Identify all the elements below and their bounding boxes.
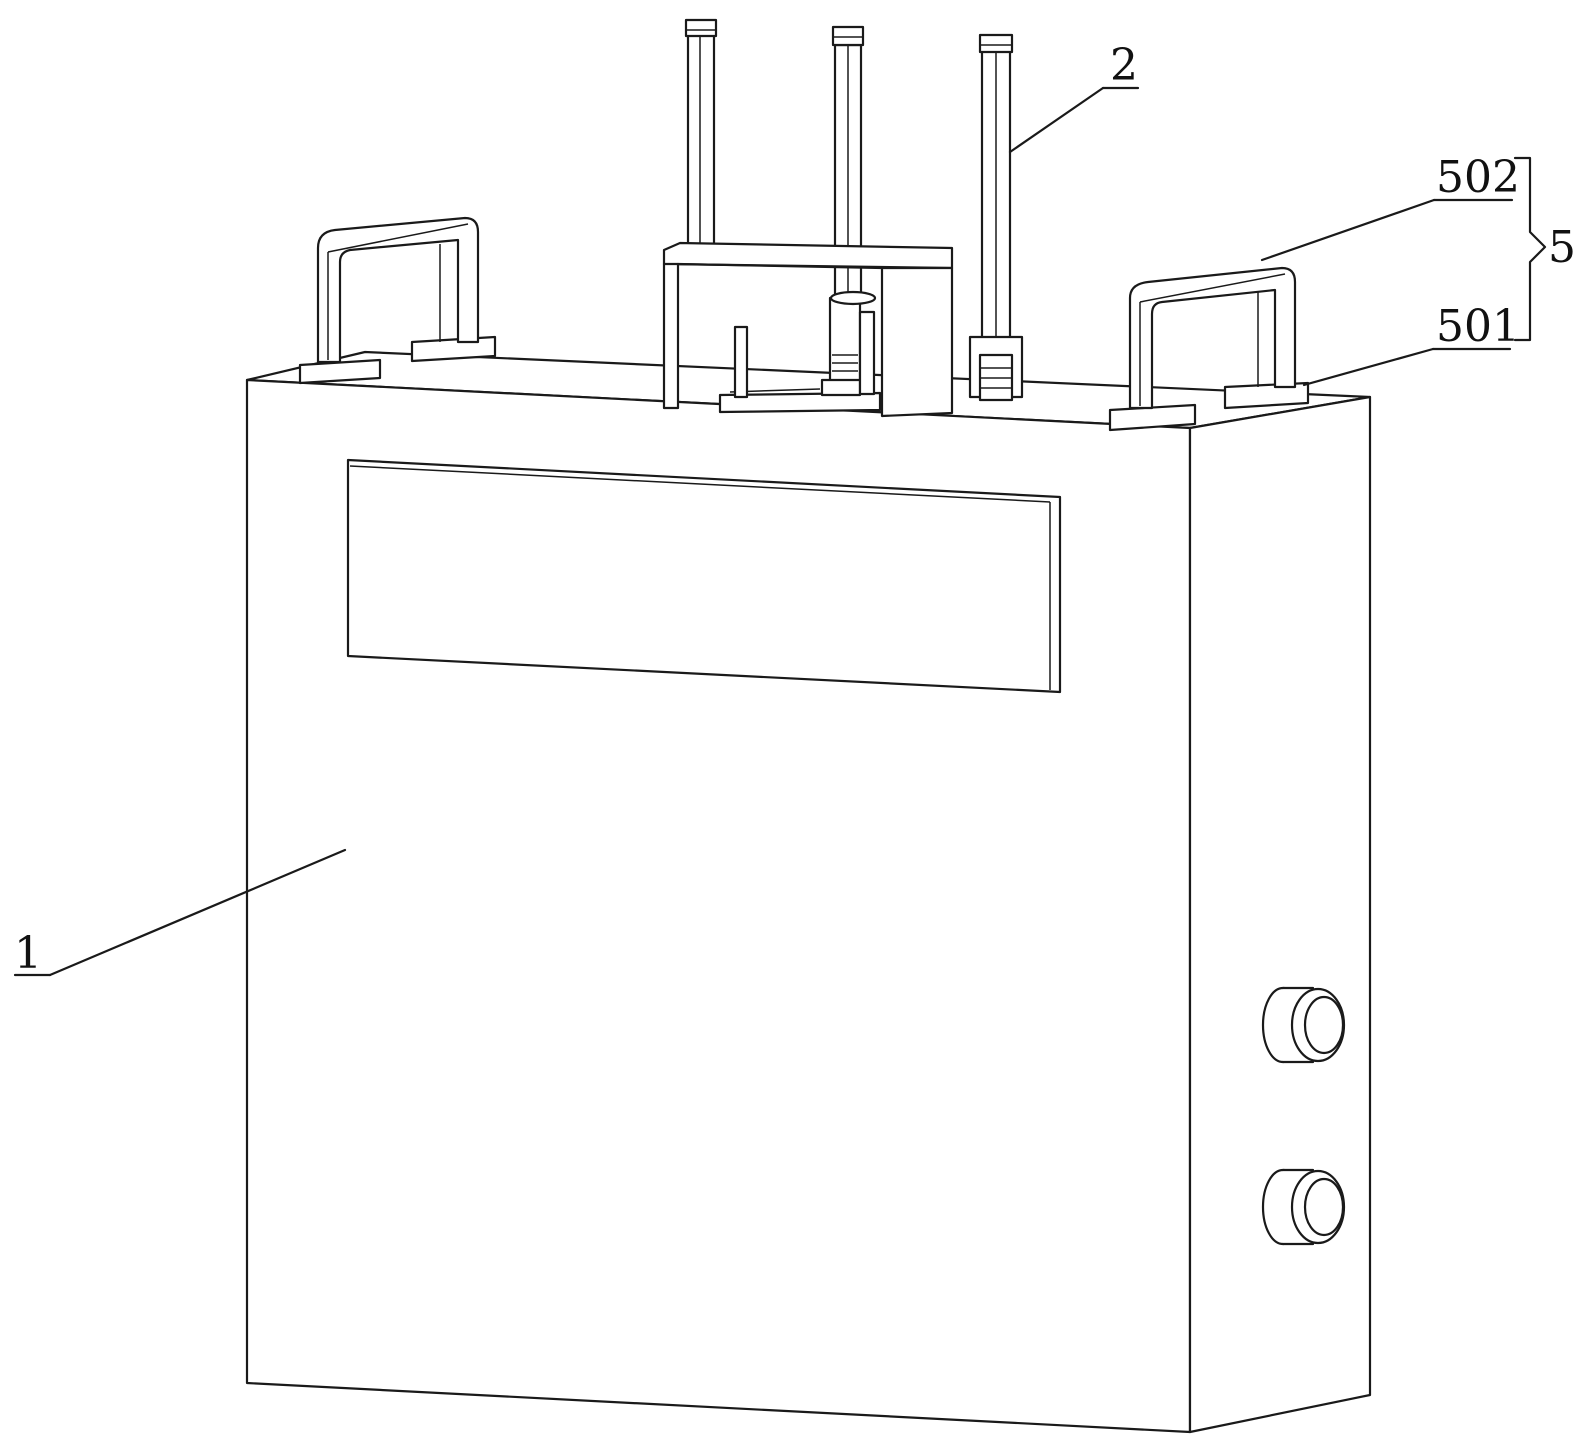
left-handle [298, 216, 497, 385]
top-frame [662, 241, 954, 418]
housing-side-face [1188, 395, 1372, 1434]
leader-502 [1260, 198, 1436, 262]
label-handle-group: 5 [1548, 222, 1576, 273]
antenna-right [968, 33, 1024, 402]
knob-upper [1261, 986, 1346, 1064]
antenna-left [684, 18, 718, 252]
leader-1 [48, 848, 347, 977]
right-handle [1108, 266, 1310, 432]
leader-501 [1302, 347, 1435, 387]
display-window-edge [349, 465, 1051, 503]
bracket-5 [1513, 156, 1547, 342]
label-handle-base: 501 [1436, 301, 1520, 352]
display-window [346, 458, 1062, 694]
label-antenna: 2 [1110, 40, 1138, 91]
label-handle-bar: 502 [1436, 152, 1520, 203]
label-housing: 1 [14, 928, 42, 979]
leader-2 [1008, 86, 1105, 154]
housing [245, 350, 1372, 1434]
knob-lower [1261, 1168, 1346, 1246]
leader-lines [13, 86, 1547, 977]
